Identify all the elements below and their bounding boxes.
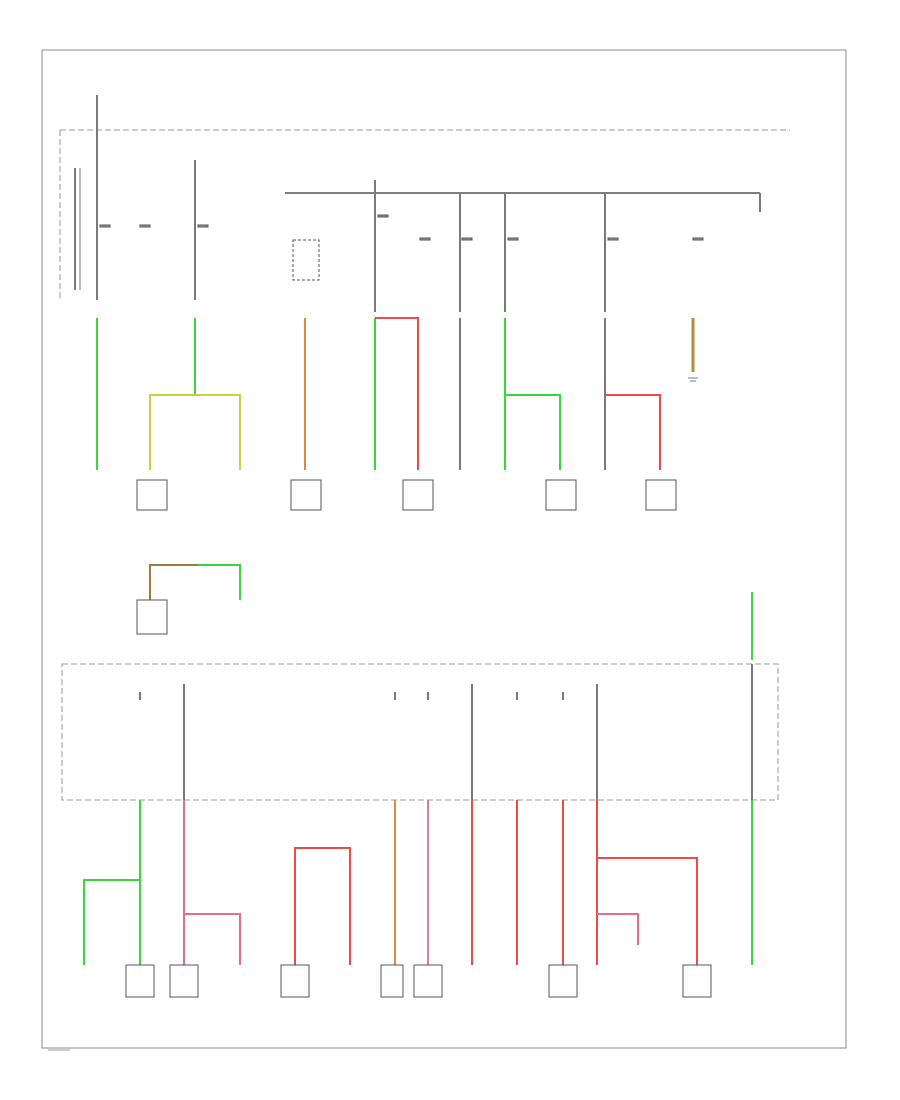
lower-wire-red-branch-2 [597, 857, 698, 965]
lower-wire-green-branch [83, 879, 140, 965]
component-box-4 [545, 479, 577, 511]
upper-components [136, 479, 677, 511]
lower-wire-pink-branch [184, 913, 241, 965]
lower-component-1 [125, 964, 155, 998]
component-box-1 [136, 479, 168, 511]
wire-red-2 [605, 394, 661, 470]
wire-red-1 [375, 317, 419, 470]
wire-yellow-green-split [149, 394, 241, 470]
ground-symbol [688, 377, 698, 382]
lower-component-3 [280, 964, 310, 998]
component-box-2 [290, 479, 322, 511]
relay-component [292, 239, 320, 281]
wire-brown-mid [149, 564, 198, 600]
lower-wire-red-branch [294, 847, 351, 965]
upper-fuse-labels [99, 214, 704, 241]
lower-components [125, 964, 712, 998]
lower-component-4 [380, 964, 404, 998]
wire-green-5 [505, 394, 561, 470]
lower-fuse-box-outline [61, 663, 779, 801]
lower-wire-red-branch-3 [597, 913, 639, 945]
component-box-mid [136, 599, 168, 635]
lower-fuse-drops [139, 684, 598, 800]
component-box-5 [645, 479, 677, 511]
lower-component-5 [413, 964, 443, 998]
diagram-border [41, 49, 847, 1049]
lower-component-6 [548, 964, 578, 998]
wire-green-mid [198, 564, 241, 600]
lower-component-7 [682, 964, 712, 998]
lower-component-2 [169, 964, 199, 998]
component-box-3 [402, 479, 434, 511]
